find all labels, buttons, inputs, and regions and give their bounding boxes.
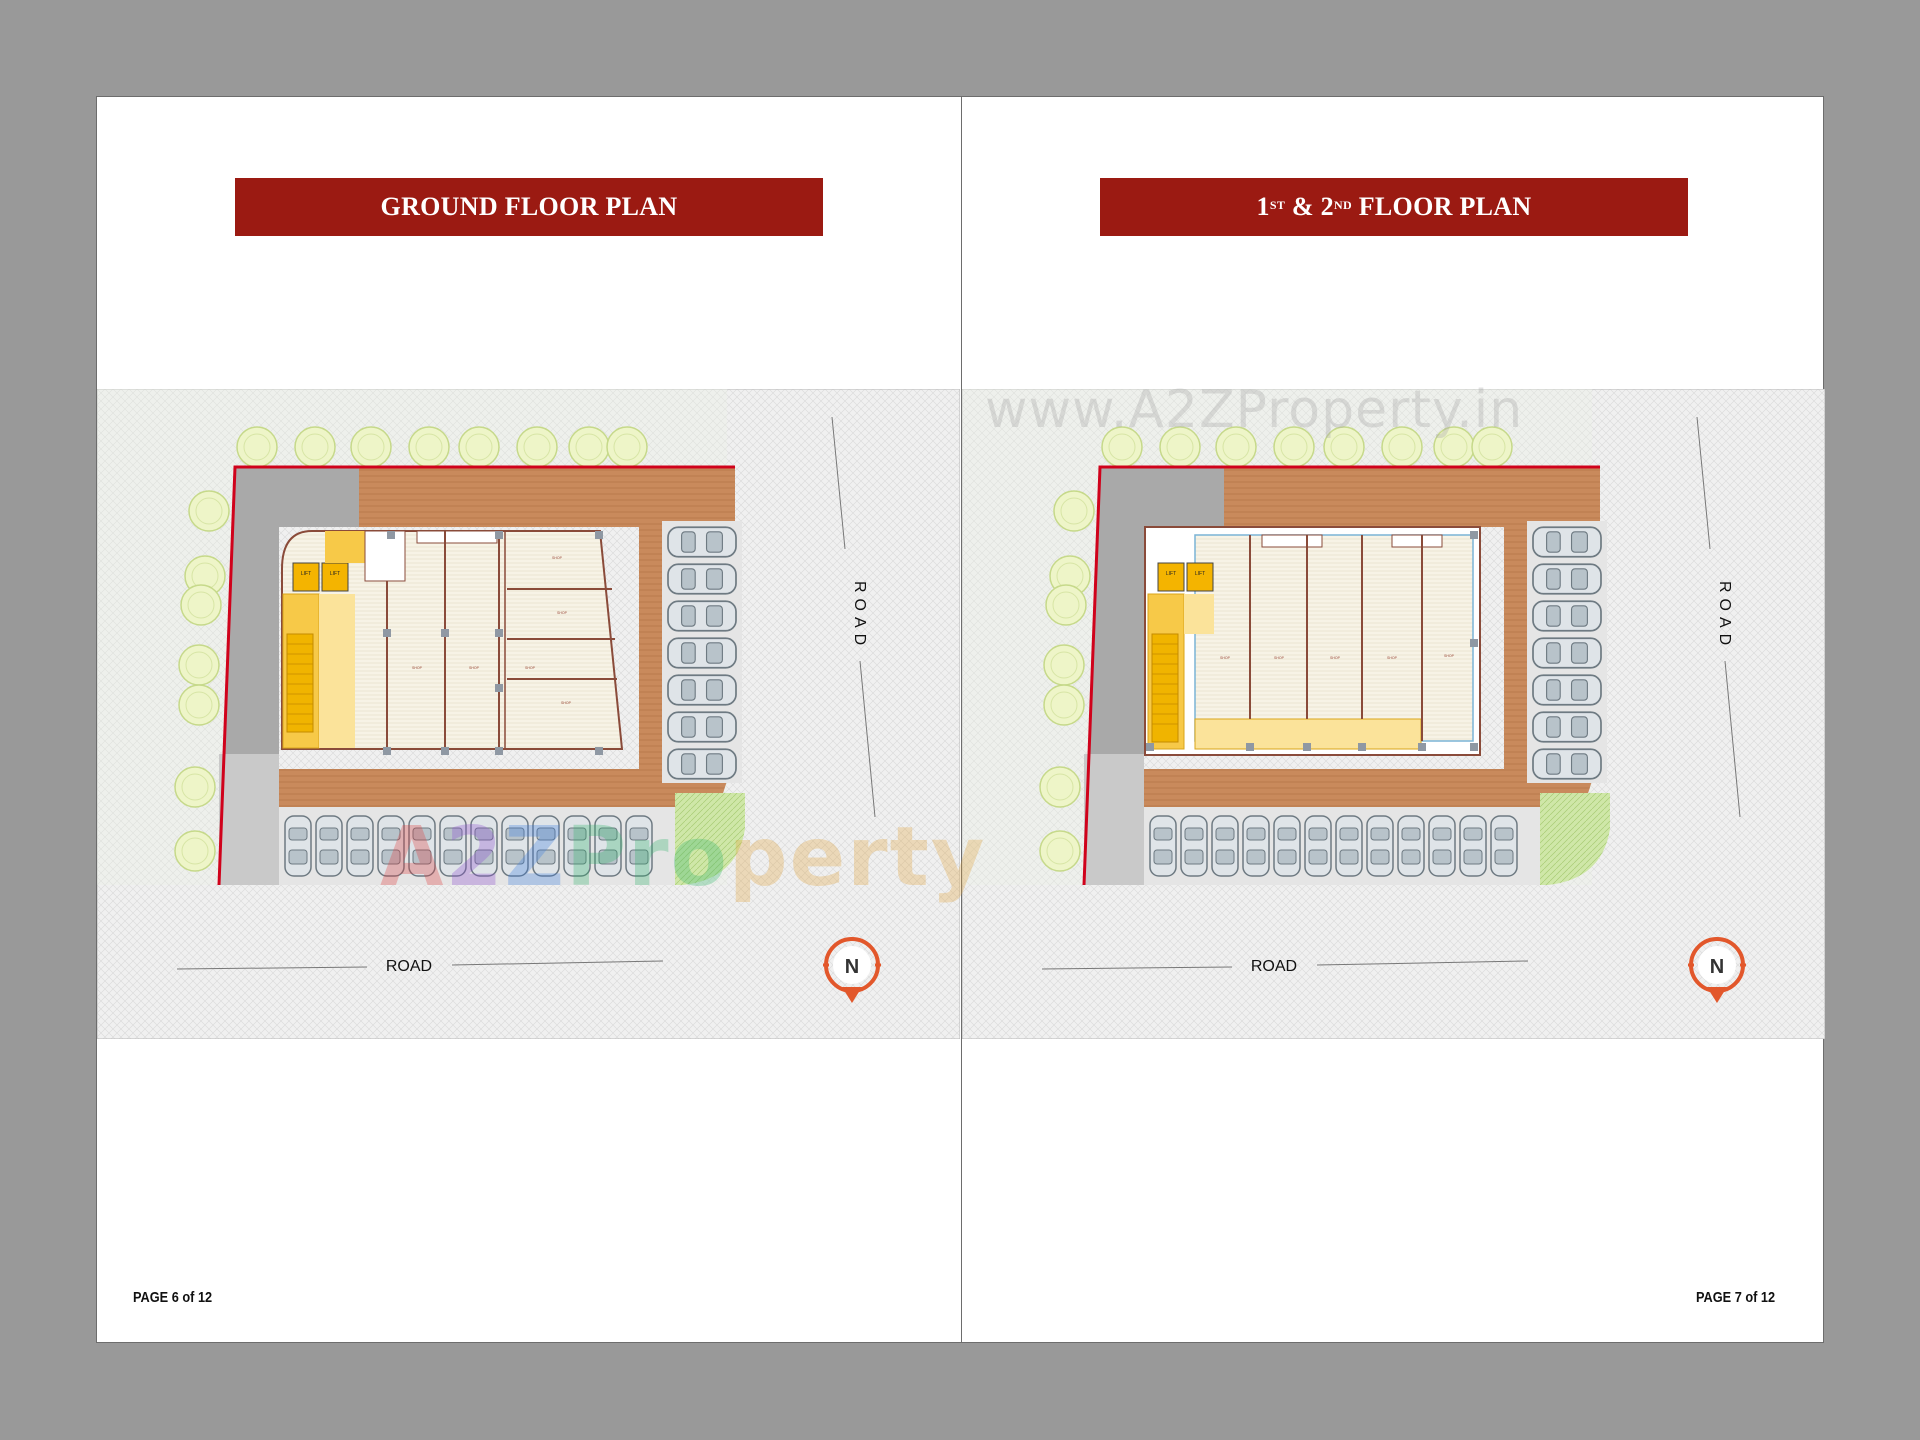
compass-label-2: N [1710, 956, 1724, 978]
lift-label-3: LIFT [1166, 571, 1176, 577]
ground-floor-title: GROUND FLOOR PLAN [235, 178, 823, 236]
logo-part-5: perty [728, 810, 987, 905]
svg-text:SHOP: SHOP [1387, 656, 1398, 660]
ground-floor-plan: LIFT LIFT SHOP SHOP SHOP SHOP SHOP [97, 389, 960, 1039]
lift-label-2: LIFT [330, 571, 340, 577]
title-sup-1: ST [1269, 197, 1286, 212]
lift-label-4: LIFT [1195, 571, 1205, 577]
road-label-right: ROAD [851, 581, 868, 651]
title-sup-2: ND [1333, 197, 1352, 212]
compass-label: N [845, 956, 859, 978]
logo-part-3: Z [504, 810, 566, 905]
title-part-3: FLOOR PLAN [1351, 192, 1532, 221]
title-part-1: 1 [1256, 192, 1270, 221]
lift-label-1: LIFT [301, 571, 311, 577]
svg-text:SHOP: SHOP [1330, 656, 1341, 660]
svg-text:SHOP: SHOP [561, 701, 572, 705]
logo-part-2: 2 [445, 810, 505, 905]
svg-text:SHOP: SHOP [1220, 656, 1231, 660]
svg-text:SHOP: SHOP [525, 666, 536, 670]
title-part-2: & 2 [1285, 192, 1334, 221]
svg-text:SHOP: SHOP [412, 666, 423, 670]
road-label-right-2: ROAD [1716, 581, 1733, 651]
logo-part-1: A [380, 810, 446, 905]
svg-text:SHOP: SHOP [557, 611, 568, 615]
road-label-bottom: ROAD [386, 958, 432, 975]
svg-text:SHOP: SHOP [1274, 656, 1285, 660]
document-spread: GROUND FLOOR PLAN [96, 96, 1825, 1343]
page-left: GROUND FLOOR PLAN [97, 97, 961, 1342]
ground-floor-title-text: GROUND FLOOR PLAN [380, 192, 678, 221]
page-number-right: PAGE 7 of 12 [1695, 1289, 1775, 1306]
logo-part-4: Pro [566, 810, 729, 905]
svg-text:SHOP: SHOP [552, 556, 563, 560]
watermark-logo: A2ZProperty [380, 810, 986, 905]
page-number-left: PAGE 6 of 12 [133, 1289, 213, 1306]
svg-text:SHOP: SHOP [1444, 654, 1455, 658]
upper-floor-plan: LIFT LIFT SHOP SHOP SHOP SHOP SHOP [962, 389, 1825, 1039]
watermark-url: www.A2ZProperty.in [985, 380, 1524, 440]
road-label-bottom-2: ROAD [1251, 958, 1297, 975]
svg-text:SHOP: SHOP [469, 666, 480, 670]
